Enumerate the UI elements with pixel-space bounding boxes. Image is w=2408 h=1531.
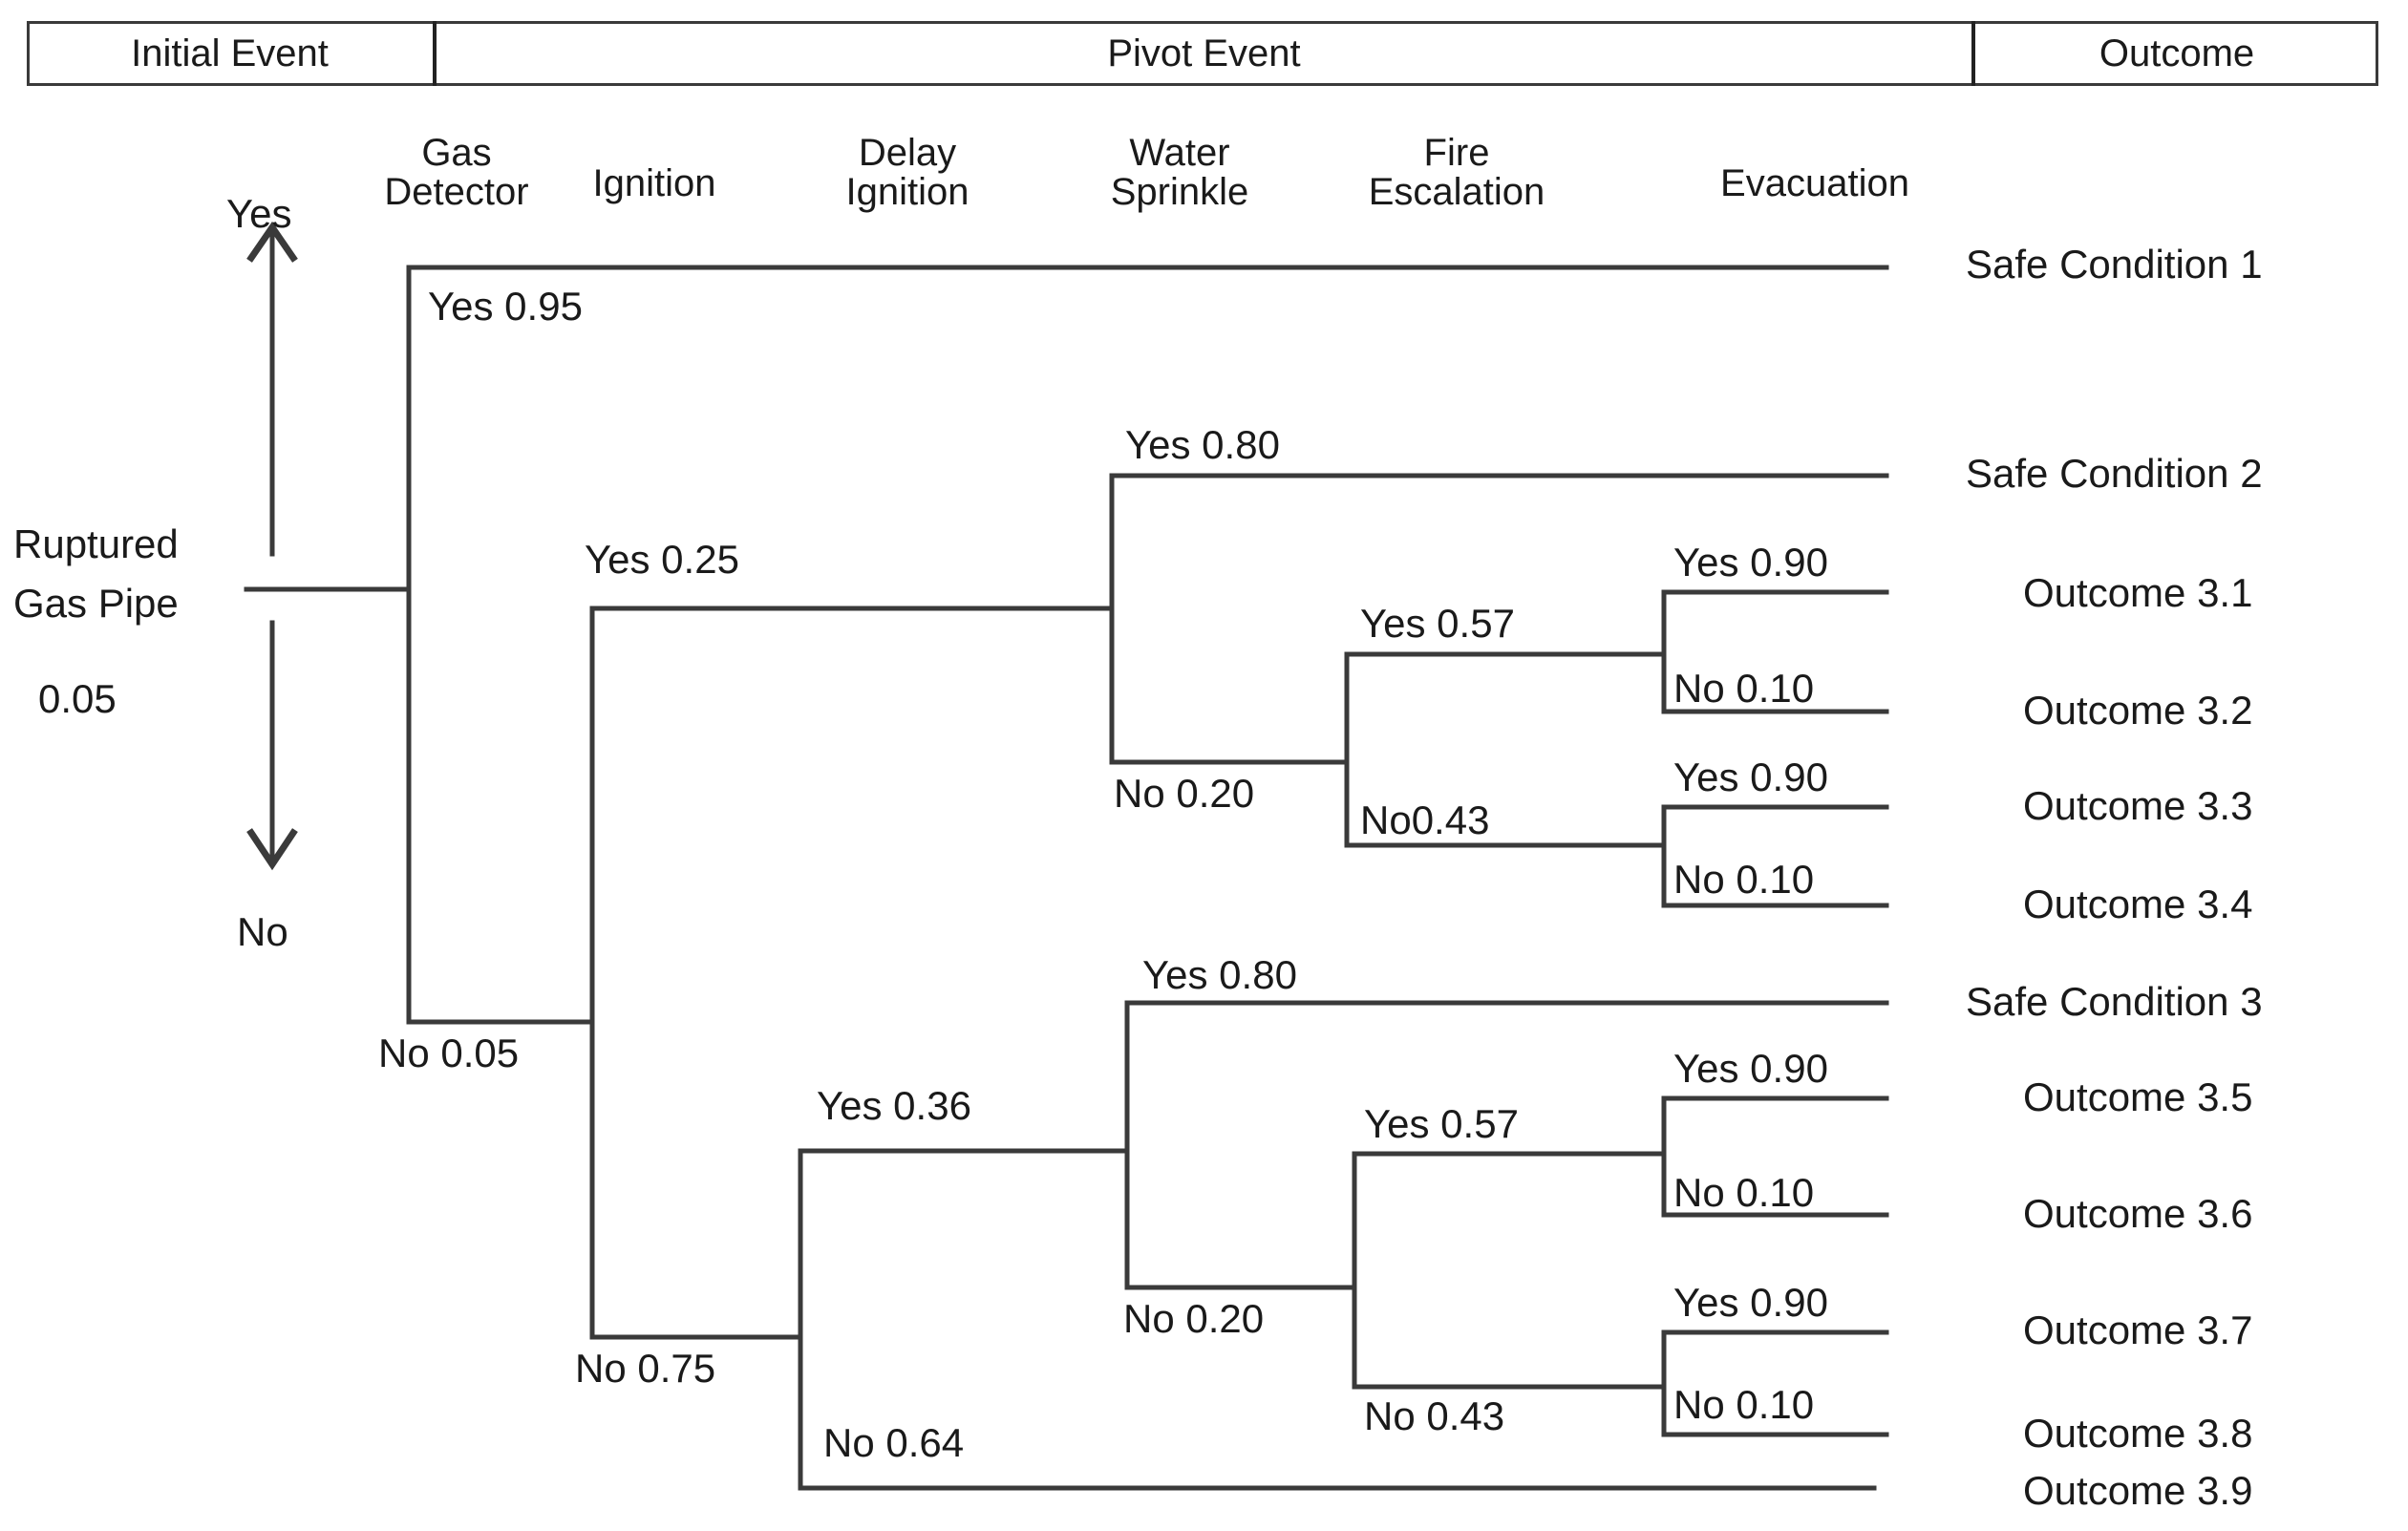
- ignition-line2: Ignition: [592, 162, 716, 204]
- initial-event-name-line2: Gas Pipe: [13, 581, 179, 626]
- branch-label-evac-l2-yes: Yes 0.90: [1673, 1280, 1828, 1325]
- branch-label-fire-upper-yes: Yes 0.57: [1360, 601, 1515, 646]
- outcome-3-7: Outcome 3.7: [2023, 1308, 2253, 1352]
- initial-event-no-label: No: [237, 909, 288, 954]
- fire-escalation-line1: Fire: [1423, 132, 1490, 174]
- fire-escalation-line2: Escalation: [1368, 170, 1545, 213]
- header-divider-left: [433, 21, 437, 86]
- evacuation-line2: Evacuation: [1720, 162, 1909, 204]
- branch-label-evac-u1-yes: Yes 0.90: [1673, 540, 1828, 585]
- branch-label-water-lower-no: No 0.20: [1123, 1296, 1265, 1341]
- column-header-ignition: Ignition: [535, 164, 774, 203]
- outcome-3-3: Outcome 3.3: [2023, 783, 2253, 828]
- branch-label-fire-upper-no: No0.43: [1360, 797, 1490, 842]
- gas-detector-line2: Detector: [384, 170, 529, 213]
- branch-label-delay-lower-no: No 0.64: [823, 1420, 965, 1465]
- branch-label-ignition-no: No 0.75: [575, 1346, 716, 1391]
- column-header-fire-escalation: Fire Escalation: [1309, 134, 1605, 212]
- branch-label-ignition-yes: Yes 0.25: [585, 537, 739, 582]
- initial-event-probability: 0.05: [38, 676, 117, 721]
- branch-label-evac-u1-no: No 0.10: [1673, 666, 1815, 711]
- column-header-gas-detector: Gas Detector: [352, 134, 562, 212]
- branch-label-evac-u2-yes: Yes 0.90: [1673, 755, 1828, 799]
- outcome-3-2: Outcome 3.2: [2023, 688, 2253, 733]
- branch-label-delay-upper-yes: Yes 0.80: [1125, 422, 1280, 467]
- outcome-safe-condition-3: Safe Condition 3: [1966, 979, 2263, 1024]
- branch-label-water-lower-yes: Yes 0.80: [1142, 952, 1297, 997]
- water-sprinkle-line2: Sprinkle: [1110, 170, 1249, 213]
- gas-detector-line1: Gas: [421, 132, 492, 174]
- column-header-water-sprinkle: Water Sprinkle: [1041, 134, 1318, 212]
- outcome-safe-condition-1: Safe Condition 1: [1966, 242, 2263, 287]
- delay-ignition-line1: Delay: [858, 132, 957, 174]
- initial-event-name-line1: Ruptured: [13, 521, 179, 566]
- branch-label-evac-l1-no: No 0.10: [1673, 1170, 1815, 1215]
- branch-label-evac-l2-no: No 0.10: [1673, 1382, 1815, 1427]
- delay-ignition-line2: Ignition: [845, 170, 970, 213]
- outcome-safe-condition-2: Safe Condition 2: [1966, 451, 2263, 496]
- water-sprinkle-line1: Water: [1129, 132, 1230, 174]
- outcome-3-5: Outcome 3.5: [2023, 1074, 2253, 1119]
- header-pivot-event: Pivot Event: [1107, 32, 1301, 74]
- initial-yes-arrow-head: [246, 221, 298, 263]
- branch-label-evac-u2-no: No 0.10: [1673, 857, 1815, 902]
- branch-label-gas-detector-no: No 0.05: [378, 1031, 520, 1075]
- branch-label-fire-lower-no: No 0.43: [1364, 1393, 1505, 1438]
- initial-no-arrow-head: [246, 828, 298, 871]
- outcome-3-8: Outcome 3.8: [2023, 1411, 2253, 1456]
- branch-label-delay-upper-no: No 0.20: [1114, 771, 1255, 816]
- outcome-3-6: Outcome 3.6: [2023, 1191, 2253, 1236]
- header-outcome: Outcome: [2099, 32, 2255, 74]
- initial-event-yes-label: Yes: [226, 191, 292, 236]
- column-header-delay-ignition: Delay Ignition: [764, 134, 1051, 212]
- branch-label-evac-l1-yes: Yes 0.90: [1673, 1046, 1828, 1091]
- header-divider-right: [1971, 21, 1975, 86]
- outcome-3-9: Outcome 3.9: [2023, 1468, 2253, 1513]
- outcome-3-1: Outcome 3.1: [2023, 570, 2253, 615]
- branch-label-fire-lower-yes: Yes 0.57: [1364, 1101, 1519, 1146]
- branch-label-delay-lower-yes: Yes 0.36: [817, 1083, 971, 1128]
- outcome-3-4: Outcome 3.4: [2023, 882, 2253, 926]
- branch-label-gas-detector-yes: Yes 0.95: [428, 284, 583, 329]
- column-header-evacuation: Evacuation: [1643, 164, 1987, 203]
- header-initial-event: Initial Event: [131, 32, 329, 74]
- header-band-box: [27, 21, 2378, 86]
